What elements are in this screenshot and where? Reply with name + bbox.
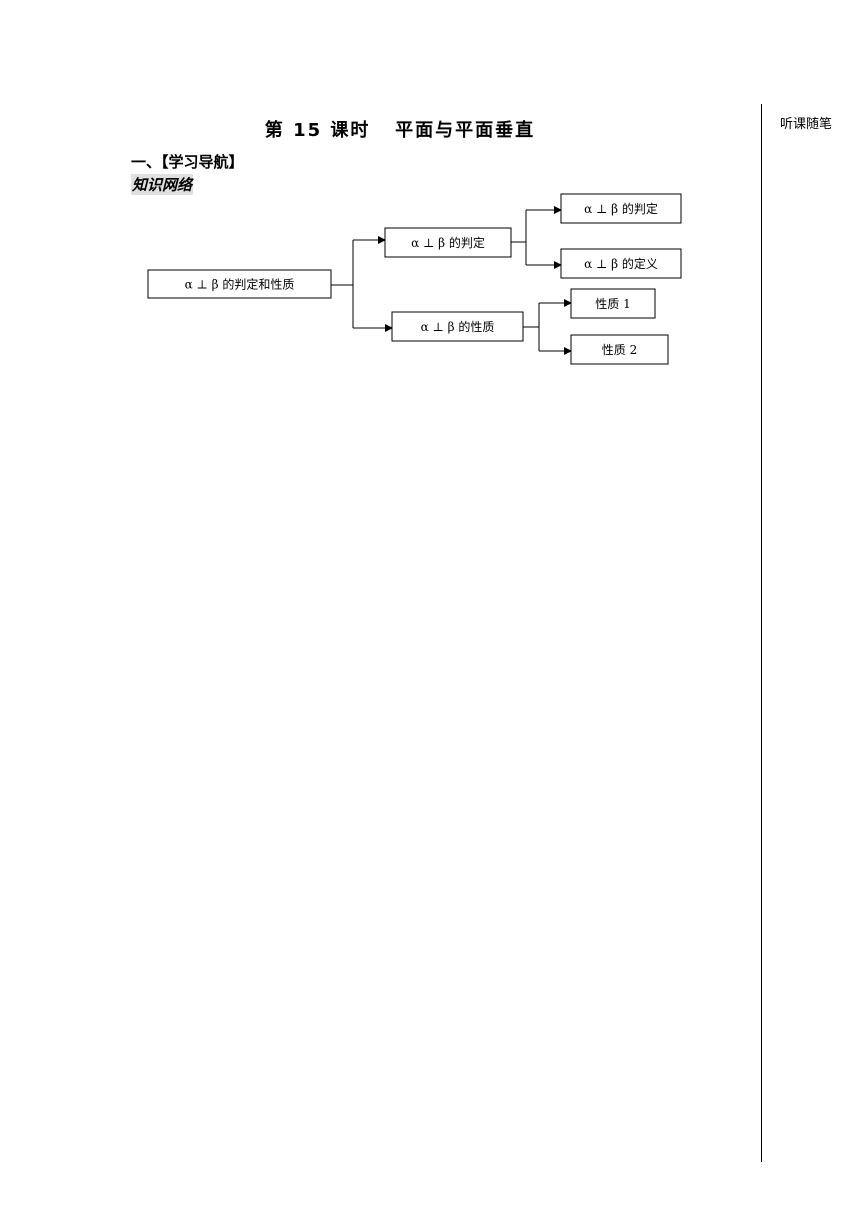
node-leaf-definition: α ⊥ β 的定义 xyxy=(560,248,682,279)
section-heading: 一、【学习导航】 xyxy=(131,153,244,171)
node-leaf-property-1: 性质 1 xyxy=(570,288,656,319)
node-leaf-determination-label: α ⊥ β 的判定 xyxy=(584,201,658,216)
connector-determination xyxy=(511,206,562,269)
node-branch-property: α ⊥ β 的性质 xyxy=(391,311,524,342)
node-root-label: α ⊥ β 的判定和性质 xyxy=(185,277,295,292)
node-leaf-property-2-label: 性质 2 xyxy=(602,343,637,357)
node-leaf-property-1-label: 性质 1 xyxy=(595,297,630,311)
subheading-knowledge-network: 知识网络 xyxy=(131,174,194,195)
page-title: 第 15 课时 平面与平面垂直 xyxy=(264,120,536,141)
node-branch-determination: α ⊥ β 的判定 xyxy=(384,227,512,258)
node-branch-determination-label: α ⊥ β 的判定 xyxy=(411,235,485,250)
connector-root xyxy=(331,236,393,332)
node-leaf-property-2: 性质 2 xyxy=(570,334,669,365)
node-branch-property-label: α ⊥ β 的性质 xyxy=(421,319,495,334)
margin-notes-label: 听课随笔 xyxy=(780,117,833,132)
knowledge-network-diagram: α ⊥ β 的判定和性质 α ⊥ β 的判定 α ⊥ β 的判定 α ⊥ β 的… xyxy=(147,193,682,365)
margin-rule xyxy=(761,104,762,1162)
node-leaf-determination: α ⊥ β 的判定 xyxy=(560,193,682,224)
node-root: α ⊥ β 的判定和性质 xyxy=(147,269,332,299)
node-leaf-definition-label: α ⊥ β 的定义 xyxy=(584,256,658,271)
connector-property xyxy=(523,299,572,355)
